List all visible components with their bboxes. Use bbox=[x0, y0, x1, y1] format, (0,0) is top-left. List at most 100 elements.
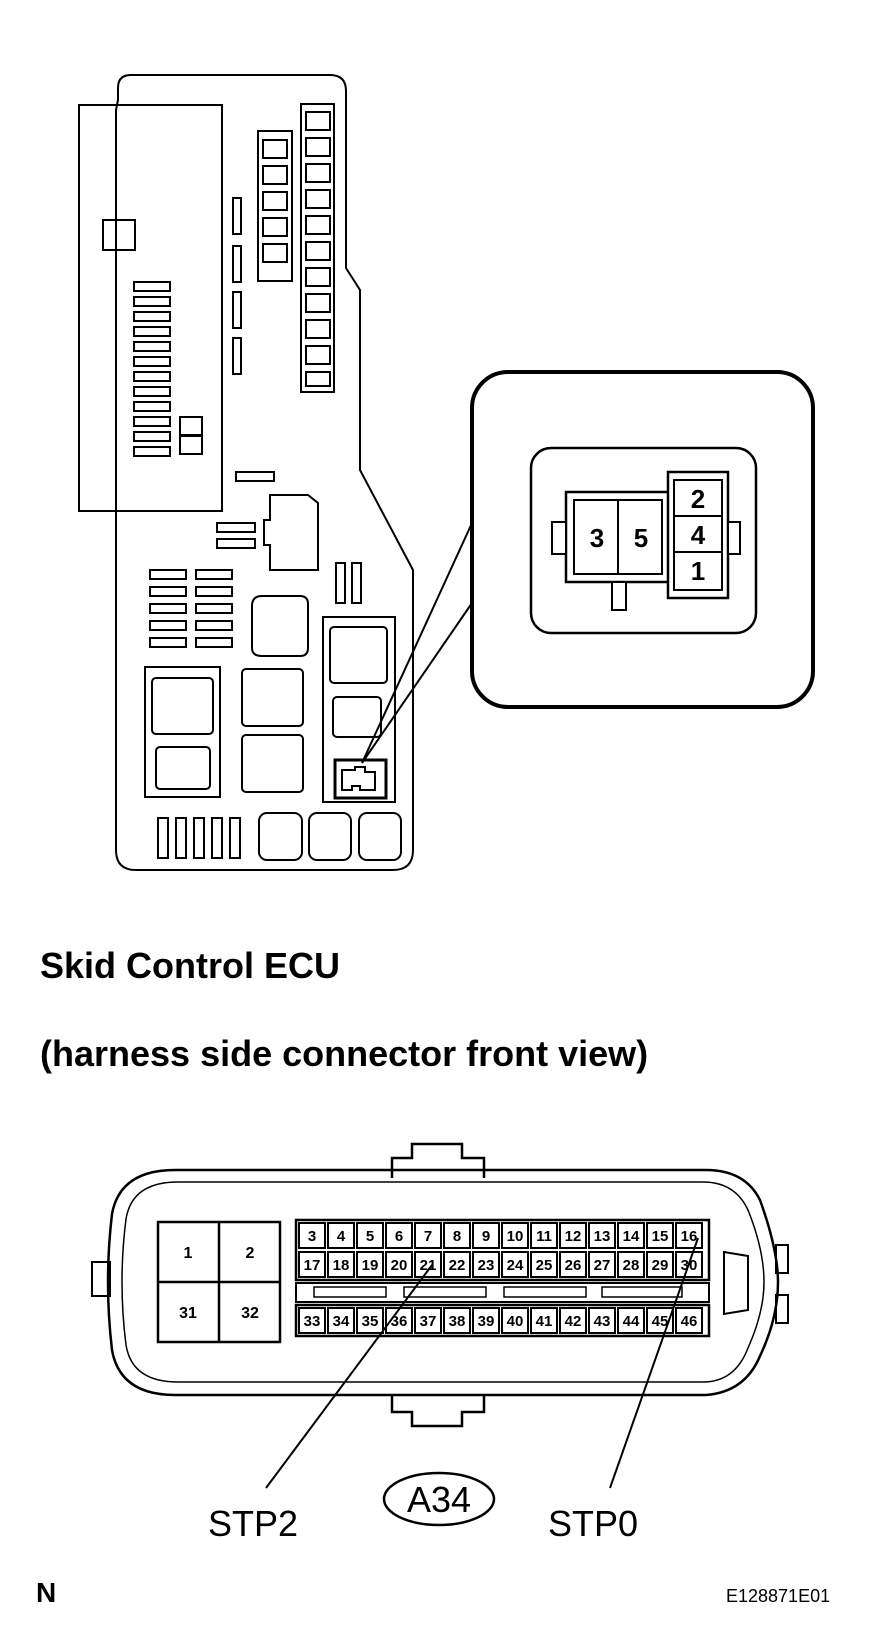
ecu-pin-12: 12 bbox=[565, 1228, 582, 1245]
ecu-pin-17: 17 bbox=[304, 1257, 321, 1274]
ecu-pin-2: 2 bbox=[246, 1245, 255, 1262]
ecu-pin-31: 31 bbox=[179, 1305, 197, 1322]
figure-code: E128871E01 bbox=[726, 1586, 831, 1606]
ecu-pin-18: 18 bbox=[333, 1257, 350, 1274]
ecu-pin-cell-27 bbox=[588, 1251, 616, 1278]
ecu-pin-19: 19 bbox=[362, 1257, 379, 1274]
signal-leader-lines bbox=[265, 1237, 699, 1489]
ecu-pin-36: 36 bbox=[391, 1313, 408, 1330]
ecu-pin-cell-28 bbox=[617, 1251, 645, 1278]
ecu-pin-10: 10 bbox=[507, 1228, 524, 1245]
ecu-pin-cell-46 bbox=[675, 1307, 703, 1334]
ecu-pin-29: 29 bbox=[652, 1257, 669, 1274]
ecu-pin-cell-11 bbox=[530, 1222, 558, 1249]
ecu-pin-16: 16 bbox=[681, 1228, 698, 1245]
ecu-pin-cell-34 bbox=[327, 1307, 355, 1334]
ecu-pin-cell-21 bbox=[414, 1251, 442, 1278]
ecu-pin-cell-29 bbox=[646, 1251, 674, 1278]
ecu-pin-cell-12 bbox=[559, 1222, 587, 1249]
ecu-pin-15: 15 bbox=[652, 1228, 669, 1245]
ecu-pin-cell-10 bbox=[501, 1222, 529, 1249]
ecu-pin-1: 1 bbox=[184, 1245, 193, 1262]
ecu-pin-cell-44 bbox=[617, 1307, 645, 1334]
relay-pin-2: 2 bbox=[691, 484, 705, 514]
fuse-slots-left bbox=[133, 281, 203, 457]
signal-label-stp2: STP2 bbox=[208, 1503, 299, 1544]
fuse-block-outline bbox=[78, 74, 414, 871]
ecu-pin-27: 27 bbox=[594, 1257, 611, 1274]
ecu-big-pin-labels: 1 2 31 32 bbox=[179, 1245, 259, 1322]
ecu-pin-3: 3 bbox=[308, 1228, 316, 1245]
ecu-pin-cell-30 bbox=[675, 1251, 703, 1278]
diagram-subtitle: (harness side connector front view) bbox=[40, 1033, 649, 1074]
ecu-pin-24: 24 bbox=[507, 1257, 524, 1274]
callout-pointer bbox=[361, 522, 473, 764]
ecu-pin-11: 11 bbox=[536, 1228, 552, 1245]
ecu-pin-cell-5 bbox=[356, 1222, 384, 1249]
ecu-pin-20: 20 bbox=[391, 1257, 408, 1274]
ecu-pin-13: 13 bbox=[594, 1228, 611, 1245]
ecu-pin-5: 5 bbox=[366, 1228, 374, 1245]
ecu-pin-37: 37 bbox=[420, 1313, 437, 1330]
ecu-pin-4: 4 bbox=[337, 1228, 346, 1245]
ecu-pin-cell-17 bbox=[298, 1251, 326, 1278]
north-mark: N bbox=[36, 1577, 57, 1608]
relay-connector-pin-labels: 3 5 2 4 1 bbox=[590, 484, 706, 586]
ecu-pin-cell-9 bbox=[472, 1222, 500, 1249]
ecu-pin-cell-22 bbox=[443, 1251, 471, 1278]
ecu-pin-8: 8 bbox=[453, 1228, 461, 1245]
ecu-pin-25: 25 bbox=[536, 1257, 553, 1274]
ecu-pin-23: 23 bbox=[478, 1257, 495, 1274]
relay-pin-5: 5 bbox=[634, 523, 648, 553]
connector-code-oval bbox=[382, 1471, 496, 1527]
ecu-pin-cell-33 bbox=[298, 1307, 326, 1334]
ecu-pin-cell-35 bbox=[356, 1307, 384, 1334]
ecu-pin-14: 14 bbox=[623, 1228, 640, 1245]
ecu-pin-32: 32 bbox=[241, 1305, 259, 1322]
ecu-pin-cell-15 bbox=[646, 1222, 674, 1249]
diagram-title: Skid Control ECU bbox=[40, 945, 341, 986]
ecu-pin-39: 39 bbox=[478, 1313, 495, 1330]
relay-connector-callout bbox=[470, 370, 815, 709]
ecu-pin-cell-19 bbox=[356, 1251, 384, 1278]
relay-pin-3: 3 bbox=[590, 523, 604, 553]
ecu-pin-cell-16 bbox=[675, 1222, 703, 1249]
ecu-pin-cell-43 bbox=[588, 1307, 616, 1334]
ecu-pin-cell-4 bbox=[327, 1222, 355, 1249]
signal-label-stp0: STP0 bbox=[548, 1503, 639, 1544]
ecu-pin-6: 6 bbox=[395, 1228, 403, 1245]
ecu-pin-grid bbox=[294, 1218, 711, 1338]
ecu-pin-cell-20 bbox=[385, 1251, 413, 1278]
fuse-slots-lower bbox=[149, 569, 233, 648]
ecu-pin-cell-26 bbox=[559, 1251, 587, 1278]
ecu-pin-cell-40 bbox=[501, 1307, 529, 1334]
ecu-pin-45: 45 bbox=[652, 1313, 669, 1330]
ecu-pin-7: 7 bbox=[424, 1228, 432, 1245]
ecu-pin-cell-42 bbox=[559, 1307, 587, 1334]
ecu-pin-cell-3 bbox=[298, 1222, 326, 1249]
ecu-pin-40: 40 bbox=[507, 1313, 524, 1330]
ecu-pin-46: 46 bbox=[681, 1313, 698, 1330]
ecu-pin-34: 34 bbox=[333, 1313, 350, 1330]
ecu-pin-cell-7 bbox=[414, 1222, 442, 1249]
ecu-pin-cell-13 bbox=[588, 1222, 616, 1249]
relay-pin-4: 4 bbox=[691, 520, 706, 550]
ecu-pin-38: 38 bbox=[449, 1313, 466, 1330]
ecu-pin-28: 28 bbox=[623, 1257, 640, 1274]
ecu-pin-cell-24 bbox=[501, 1251, 529, 1278]
ecu-pin-cell-8 bbox=[443, 1222, 471, 1249]
ecu-pin-cell-18 bbox=[327, 1251, 355, 1278]
ecu-connector-body bbox=[91, 1142, 789, 1428]
ecu-pin-42: 42 bbox=[565, 1313, 582, 1330]
ecu-pin-cell-25 bbox=[530, 1251, 558, 1278]
ecu-pin-44: 44 bbox=[623, 1313, 640, 1330]
ecu-pin-cell-41 bbox=[530, 1307, 558, 1334]
connector-code: A34 bbox=[407, 1479, 471, 1520]
ecu-pin-35: 35 bbox=[362, 1313, 379, 1330]
ecu-pin-43: 43 bbox=[594, 1313, 611, 1330]
ecu-pin-21: 21 bbox=[420, 1257, 437, 1274]
ecu-pin-cell-39 bbox=[472, 1307, 500, 1334]
relay-pin-1: 1 bbox=[691, 556, 705, 586]
